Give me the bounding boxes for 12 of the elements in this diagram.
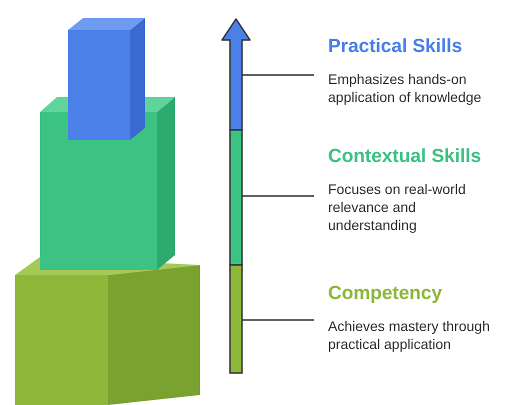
leader-line [242, 319, 314, 321]
bar-segment [230, 265, 242, 373]
section-heading: Contextual Skills [328, 146, 482, 168]
bar-segment [230, 130, 242, 265]
section-heading: Practical Skills [328, 36, 464, 58]
leader-line [242, 195, 314, 197]
leader-line [242, 74, 314, 76]
description-text: Achieves mastery through practical application [328, 317, 491, 353]
arrow-bar-segment [221, 18, 251, 130]
description-text: Emphasizes hands-on application of knowledge [328, 70, 482, 106]
section-heading: Competency [328, 283, 444, 305]
description-text: Focuses on real-world relevance and understanding [328, 180, 467, 234]
